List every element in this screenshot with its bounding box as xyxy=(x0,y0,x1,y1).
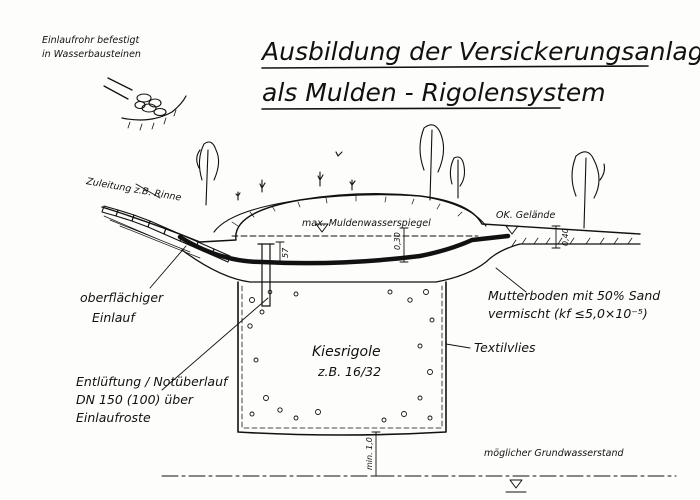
dim-040-label: 0,40 xyxy=(561,228,570,246)
label-mutterboden-line-1: Mutterboden mit 50% Sand xyxy=(488,288,660,303)
label-mutterboden-line-2: vermischt (kf ≤5,0×10⁻⁵) xyxy=(488,306,648,321)
label-grundwasser: möglicher Grundwasserstand xyxy=(484,448,624,459)
inset-label-line-2: in Wasserbausteinen xyxy=(42,49,141,60)
title-line-1: Ausbildung der Versickerungsanlage xyxy=(260,37,700,66)
dim-57-label: 57 xyxy=(281,247,290,258)
dim-030-label: 0,30 xyxy=(393,232,402,250)
groundwater-marker xyxy=(505,479,527,493)
dim-57-line xyxy=(275,241,285,263)
label-zuleitung: Zuleitung z.B. Rinne xyxy=(84,176,182,204)
title-underline-1 xyxy=(261,65,649,69)
ground-hatch-right xyxy=(511,237,633,247)
water-level-marker xyxy=(315,223,329,233)
leader-zuleitung xyxy=(135,183,161,199)
leader-entlueftung xyxy=(161,297,269,391)
inlet-stones xyxy=(101,205,231,263)
label-max-mulden: max. Muldenwasserspiegel xyxy=(302,218,431,229)
inset-sketch: Einlaufrohr befestigt in Wasserbausteine… xyxy=(42,35,187,131)
tree-center-small xyxy=(449,156,466,199)
label-textilvlies: Textilvlies xyxy=(474,340,536,355)
label-einlauf-line-2: Einlauf xyxy=(92,310,136,325)
dim-040-line xyxy=(551,225,561,249)
tree-left xyxy=(196,141,220,206)
slope-hatch xyxy=(103,215,201,259)
ground-level-marker xyxy=(505,225,519,235)
topsoil-lower-outline xyxy=(181,243,641,283)
label-ok-gelaende: OK. Gelände xyxy=(496,210,555,221)
leader-einlauf xyxy=(149,245,187,289)
title-line-2: als Mulden - Rigolensystem xyxy=(262,78,606,107)
label-kiesrigole-line-1: Kiesrigole xyxy=(312,344,381,360)
geotextile-line xyxy=(241,285,443,429)
title-block: Ausbildung der Versickerungsanlage als M… xyxy=(260,37,700,110)
label-kiesrigole-line-2: z.B. 16/32 xyxy=(317,364,381,379)
inset-label-line-1: Einlaufrohr befestigt xyxy=(42,35,141,46)
label-entlueftung-line-2: DN 150 (100) über xyxy=(76,392,194,407)
leader-textilvlies xyxy=(445,343,471,349)
vent-pipe xyxy=(257,243,275,307)
tree-right xyxy=(571,151,606,229)
leader-lines xyxy=(135,183,527,391)
label-einlauf-line-1: oberflächiger xyxy=(80,290,164,305)
grass-tufts xyxy=(235,151,356,201)
label-entlueftung-line-3: Einlaufroste xyxy=(76,410,151,425)
mound-stipple xyxy=(231,195,463,227)
swale-mound-outline xyxy=(213,194,487,233)
dim-030-line xyxy=(399,227,409,263)
trench-outline xyxy=(237,281,447,436)
dim-min10-label: min. 1,0 xyxy=(365,437,374,470)
label-entlueftung-line-1: Entlüftung / Notüberlauf xyxy=(76,374,229,389)
inset-rocks xyxy=(134,93,167,117)
leader-mutterboden xyxy=(495,267,527,293)
swale-liner xyxy=(177,233,511,266)
title-underline-2 xyxy=(261,107,561,110)
inset-ground xyxy=(121,95,187,121)
ground-and-swale xyxy=(101,193,641,283)
vegetation xyxy=(196,124,606,229)
tree-center xyxy=(419,124,445,201)
gravel-stipple xyxy=(247,289,435,423)
inset-pipe xyxy=(103,77,133,100)
gravel-trench xyxy=(237,281,447,436)
inset-hatch xyxy=(127,109,177,131)
